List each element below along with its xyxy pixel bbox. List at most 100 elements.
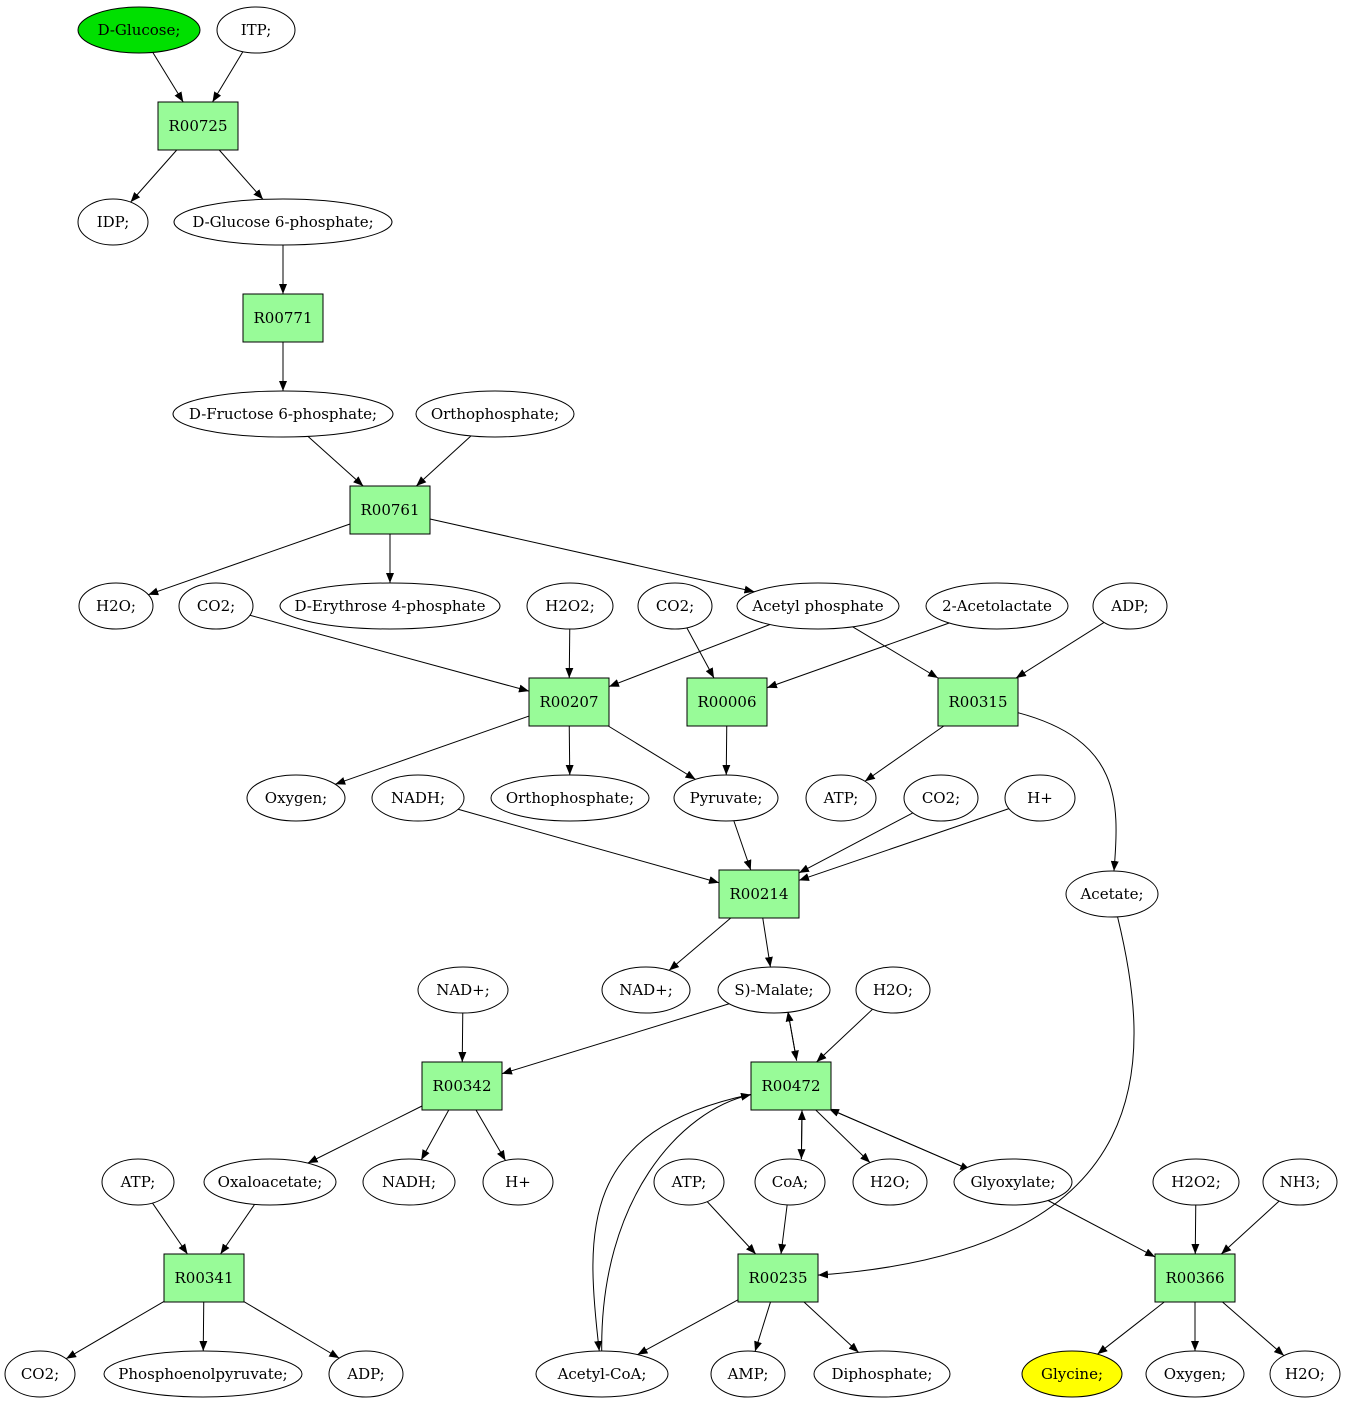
compound-node-amp: AMP; (710, 1350, 786, 1398)
node-label: NAD+; (619, 981, 673, 999)
compound-ellipse (717, 966, 831, 1014)
compound-ellipse (736, 582, 900, 630)
node-label: R00761 (360, 501, 419, 519)
node-label: ATP; (120, 1173, 156, 1191)
compound-node-nadplus1: NAD+; (601, 966, 691, 1014)
node-label: ITP; (241, 21, 272, 39)
edge-r00761-to-acp (429, 518, 755, 594)
node-label: Glyoxylate; (971, 1173, 1056, 1191)
node-label: H2O2; (1171, 1173, 1221, 1191)
edge-r00472-to-smalate (785, 1011, 798, 1061)
edge-glyox-to-r00472 (828, 1108, 971, 1171)
compound-node-atp2: ATP; (101, 1158, 175, 1206)
edge-r00342-to-oaa (307, 1105, 423, 1164)
compound-ellipse (101, 1158, 175, 1206)
node-label: Glycine; (1041, 1365, 1103, 1383)
node-label: R00214 (729, 885, 788, 903)
node-label: R00006 (697, 693, 756, 711)
edge-r00315-to-atp1 (864, 725, 945, 782)
edge-r00472-to-acetylcoa (592, 1093, 752, 1352)
compound-node-hplus2: H+ (482, 1158, 554, 1206)
node-label: R00315 (948, 693, 1007, 711)
edge-h2o2a-to-r00207 (565, 628, 574, 679)
reaction-box (528, 677, 610, 727)
node-label: NADH; (391, 789, 445, 807)
compound-node-hplus1: H+ (1004, 774, 1076, 822)
compound-node-co2c: CO2; (903, 774, 979, 822)
edge-r00342-to-hplus2 (475, 1109, 506, 1161)
node-label: H2O; (96, 597, 136, 615)
edge-h2o2c-to-r00366 (1191, 1204, 1200, 1255)
edge-h2o2b-to-r00472 (816, 1008, 873, 1063)
compound-node-nh3: NH3; (1262, 1158, 1338, 1206)
node-label: R00725 (168, 117, 227, 135)
compound-ellipse (1065, 870, 1159, 918)
compound-ellipse (813, 1350, 951, 1398)
edge-smalate-to-r00342 (501, 1003, 730, 1075)
compound-ellipse (653, 1158, 725, 1206)
compound-node-adp2: ADP; (328, 1350, 404, 1398)
node-label: NADH; (382, 1173, 436, 1191)
compound-ellipse (953, 1158, 1073, 1206)
compound-ellipse (246, 774, 346, 822)
reaction-box (1154, 1253, 1236, 1303)
node-label: ATP; (823, 789, 859, 807)
reaction-box (750, 1061, 832, 1111)
compound-node-g6p: D-Glucose 6-phosphate; (173, 198, 393, 246)
reaction-node-r00366: R00366 (1154, 1253, 1236, 1303)
edge-r00341-to-pep (199, 1301, 208, 1352)
compound-node-pyr: Pyruvate; (673, 774, 779, 822)
node-label: Oxygen; (265, 789, 327, 807)
compound-node-co2b: CO2; (637, 582, 713, 630)
edge-orthop1-to-r00761 (415, 435, 472, 487)
compound-node-idp: IDP; (77, 198, 149, 246)
compound-ellipse (77, 198, 149, 246)
compound-node-nadplus2: NAD+; (417, 966, 509, 1014)
reaction-node-r00315: R00315 (937, 677, 1019, 727)
node-label: R00771 (253, 309, 312, 327)
compound-node-orthop1: Orthophosphate; (415, 390, 575, 438)
compound-ellipse (328, 1350, 404, 1398)
node-label: Orthophosphate; (431, 405, 559, 423)
node-label: R00235 (748, 1269, 807, 1287)
node-label: AMP; (727, 1365, 769, 1383)
node-label: R00207 (539, 693, 598, 711)
compound-ellipse (216, 6, 296, 54)
node-label: 2-Acetolactate (942, 597, 1052, 615)
edge-r00207-to-oxy1 (335, 715, 530, 785)
edge-coa-to-r00472 (797, 1110, 806, 1160)
edge-hplus1-to-r00214 (798, 808, 1010, 881)
node-label: CO2; (656, 597, 694, 615)
edge-r00342-to-nadh2 (420, 1109, 450, 1161)
edge-acetate-to-r00235 (817, 916, 1135, 1279)
reaction-box (349, 485, 431, 535)
reaction-node-r00006: R00006 (686, 677, 768, 727)
reaction-node-r00725: R00725 (157, 101, 239, 151)
edge-r00207-to-pyr (607, 725, 696, 780)
edge-pyr-to-r00214 (733, 820, 752, 871)
reaction-box (157, 101, 239, 151)
node-label: Diphosphate; (832, 1365, 933, 1383)
edge-itp-to-r00725 (212, 51, 244, 103)
edge-dglucose-to-r00725 (152, 52, 184, 103)
compound-ellipse (78, 582, 154, 630)
reaction-box (718, 869, 800, 919)
compound-node-h2o3: H2O; (852, 1158, 928, 1206)
edge-r00341-to-co2d (65, 1300, 165, 1360)
compound-node-dglucose: D-Glucose; (77, 6, 201, 54)
compound-node-nadh2: NADH; (362, 1158, 456, 1206)
reaction-box (686, 677, 768, 727)
node-label: D-Fructose 6-phosphate; (189, 405, 377, 423)
edges-layer (65, 51, 1285, 1360)
node-label: CO2; (922, 789, 960, 807)
node-label: H2O; (1285, 1365, 1325, 1383)
compound-ellipse (490, 774, 650, 822)
node-label: Orthophosphate; (506, 789, 634, 807)
compound-node-h2o2b: H2O; (855, 966, 931, 1014)
edge-acp-to-r00315 (852, 626, 939, 679)
compound-ellipse (173, 198, 393, 246)
compound-ellipse (637, 582, 713, 630)
edge-acetolac-to-r00006 (766, 622, 950, 689)
compound-node-e4p: D-Erythrose 4-phosphate (279, 582, 501, 630)
compound-ellipse (362, 1158, 456, 1206)
